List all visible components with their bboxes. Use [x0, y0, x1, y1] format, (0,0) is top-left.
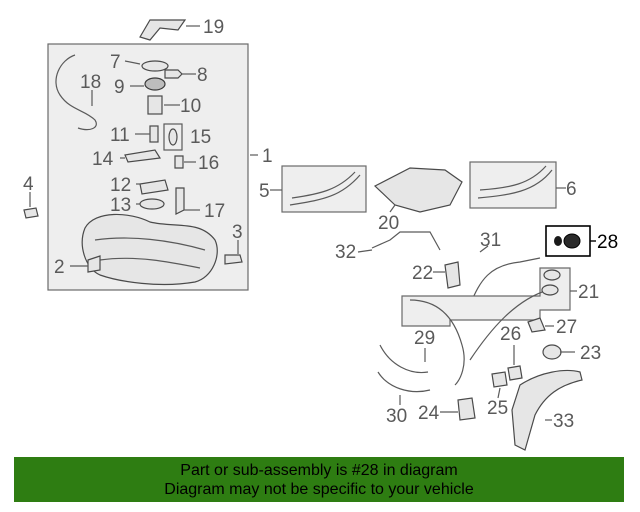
valve-25-part — [491, 371, 508, 388]
tank-band-part — [139, 19, 187, 41]
hose-29-part — [379, 344, 429, 374]
callout-24: 24 — [418, 403, 440, 424]
callout-1: 1 — [262, 146, 273, 167]
callout-13: 13 — [110, 195, 131, 216]
grommet-28-part — [563, 233, 581, 249]
callout-22: 22 — [412, 263, 433, 284]
float-arm-part — [175, 187, 185, 215]
bracket-2-part — [87, 255, 101, 273]
highlight-box-28 — [545, 225, 591, 257]
callout-33: 33 — [553, 411, 574, 432]
callout-5: 5 — [259, 181, 270, 202]
fuel-line-part — [371, 231, 441, 251]
bracket-24-part — [457, 397, 476, 421]
callout-12: 12 — [110, 175, 131, 196]
callout-20: 20 — [378, 213, 399, 234]
callout-29: 29 — [414, 328, 435, 349]
callout-26: 26 — [500, 324, 521, 345]
banner-line-1: Part or sub-assembly is #28 in diagram — [180, 462, 458, 479]
callout-31: 31 — [480, 230, 501, 251]
fuel-pump-part — [147, 95, 163, 115]
callout-32: 32 — [335, 242, 356, 263]
callout-3: 3 — [232, 222, 243, 243]
callout-30: 30 — [386, 406, 407, 427]
callout-2: 2 — [54, 257, 65, 278]
heat-shield-part — [373, 167, 463, 213]
callout-25: 25 — [487, 398, 508, 419]
lock-ring-part — [144, 77, 166, 91]
box-21 — [401, 267, 571, 327]
parts-diagram: 1 2 3 4 5 6 7 8 9 10 11 12 13 14 15 16 1… — [23, 17, 618, 451]
clip-part — [23, 207, 39, 219]
callout-8: 8 — [197, 65, 208, 86]
seal-28-part — [554, 236, 562, 246]
hose-part — [55, 54, 97, 131]
callout-15: 15 — [190, 127, 211, 148]
hose-30-part — [377, 371, 431, 393]
callout-4: 4 — [23, 174, 34, 195]
fuel-inlet-box-part — [511, 369, 583, 451]
banner-line-2: Diagram may not be specific to your vehi… — [164, 481, 474, 498]
connector-part — [164, 69, 183, 79]
valve-26-part — [507, 365, 523, 381]
sender-part — [174, 155, 184, 169]
callout-7: 7 — [110, 52, 121, 73]
info-banner: Part or sub-assembly is #28 in diagram D… — [14, 457, 624, 502]
callout-18: 18 — [80, 72, 101, 93]
callout-9: 9 — [114, 77, 125, 98]
callout-17: 17 — [204, 201, 225, 222]
clamp-part — [444, 261, 461, 289]
callout-28: 28 — [597, 232, 618, 253]
callout-6: 6 — [566, 179, 577, 200]
bracket-part — [124, 149, 162, 163]
bracket-27-part — [527, 317, 546, 333]
callout-14: 14 — [92, 149, 114, 170]
fuel-pump-cap-part — [141, 60, 169, 72]
callout-27: 27 — [556, 317, 577, 338]
callout-23: 23 — [580, 343, 601, 364]
callout-11: 11 — [110, 125, 130, 146]
gasket-part — [139, 198, 165, 210]
filter-part — [149, 125, 159, 143]
filler-cap-part — [542, 344, 562, 360]
callout-19: 19 — [203, 17, 224, 38]
callout-16: 16 — [198, 153, 219, 174]
protector-part — [224, 254, 243, 265]
fuel-tank-part — [81, 213, 218, 286]
callout-21: 21 — [578, 282, 599, 303]
callout-10: 10 — [180, 96, 201, 117]
gauge-part — [139, 179, 169, 195]
